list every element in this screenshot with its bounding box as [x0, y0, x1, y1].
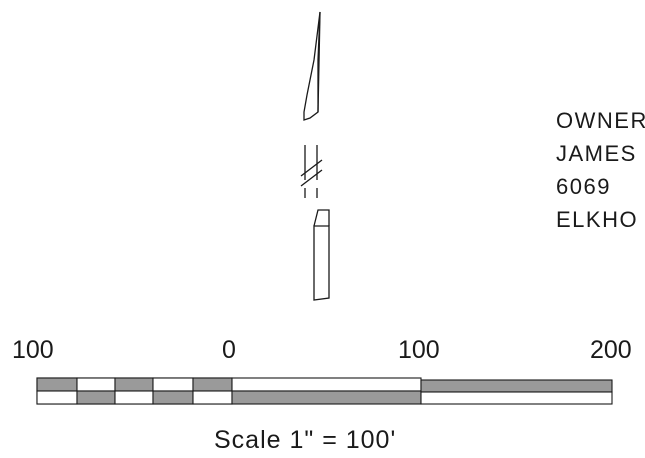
scale-cell — [192, 390, 233, 405]
scale-tick-label: 0 — [222, 336, 236, 364]
scale-caption: Scale 1" = 100' — [214, 426, 397, 454]
scale-cell — [36, 390, 78, 405]
scale-cell — [114, 377, 154, 392]
scale-cell — [420, 379, 613, 393]
scale-tick-label: 100 — [12, 336, 54, 364]
scale-bar — [36, 377, 613, 405]
scale-cell — [231, 377, 422, 392]
owner-line: OWNER — [556, 108, 645, 133]
scale-cell — [76, 377, 116, 392]
owner-line: JAMES — [556, 141, 637, 166]
owner-line: ELKHO — [556, 207, 639, 232]
scale-cell — [420, 391, 613, 405]
scale-cell — [152, 390, 194, 405]
scale-cell — [76, 390, 116, 405]
scale-cell — [152, 377, 194, 392]
north-arrow-icon — [300, 11, 330, 301]
scale-tick-label: 100 — [398, 336, 440, 364]
scale-tick-label: 200 — [590, 336, 632, 364]
scale-cell — [114, 390, 154, 405]
owner-line: 6069 — [556, 174, 611, 199]
scale-cell — [231, 390, 422, 405]
scale-cell — [192, 377, 233, 392]
scale-cell — [36, 377, 78, 392]
